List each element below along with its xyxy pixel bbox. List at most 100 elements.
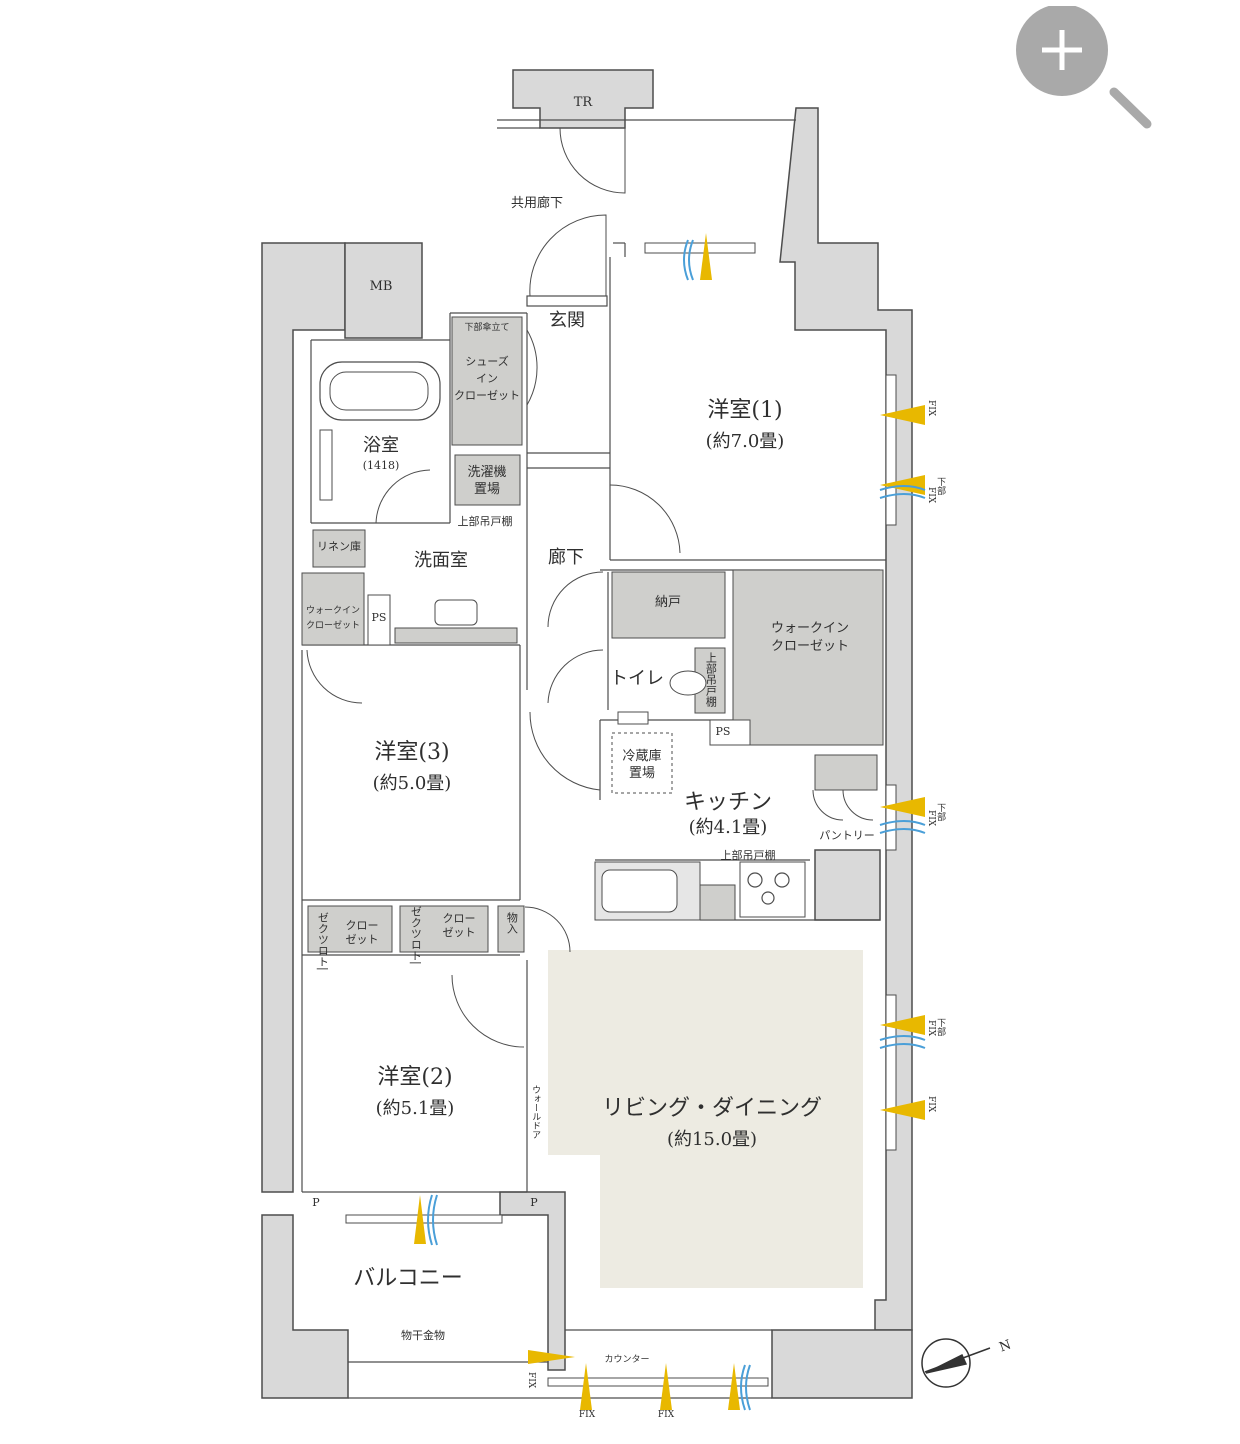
stove — [739, 861, 806, 918]
room-kitchen-name: キッチン — [683, 790, 773, 815]
room-storage: 納戸 — [654, 595, 682, 610]
compass-icon — [921, 1338, 991, 1388]
light-mark — [880, 1015, 925, 1035]
light-mark — [728, 1363, 740, 1410]
upper-shelf-label: 上部吊戸棚 — [457, 515, 513, 528]
fix-label: FIX — [578, 1410, 596, 1420]
room-western1-name: 洋室(1) — [707, 398, 783, 423]
tr-label: TR — [573, 95, 593, 110]
wind-mark — [740, 1364, 751, 1411]
shoes-closet-line2: イン — [476, 372, 498, 385]
upper-shelf-kitchen — [699, 884, 736, 921]
drying-label: 物干金物 — [401, 1329, 445, 1342]
walkin-small-line1: ウォークイン — [305, 606, 361, 616]
room-bath-size: (1418) — [362, 459, 400, 472]
p-label: P — [312, 1196, 320, 1209]
light-mark — [414, 1195, 426, 1244]
light-mark — [880, 797, 925, 817]
room-western1-size: (約7.0畳) — [705, 431, 785, 452]
walkin-closet-large — [732, 569, 884, 746]
bathtub — [319, 361, 441, 421]
closet-mid-line1: クロー — [442, 912, 476, 925]
room-washroom: 洗面室 — [414, 550, 468, 571]
balcony-wall-left — [261, 1214, 349, 1399]
mb-wall — [344, 242, 423, 339]
room-bath-name: 浴室 — [363, 435, 399, 456]
fix-label: FIX — [926, 810, 937, 827]
shoes-closet — [451, 316, 523, 446]
wind-mark — [879, 1035, 926, 1049]
fridge-area — [611, 732, 673, 794]
light-mark — [880, 1100, 925, 1120]
counter-label: カウンター — [604, 1355, 650, 1365]
umbrella-label: 下部傘立て — [464, 323, 510, 333]
washer-area — [454, 454, 521, 506]
room-entrance: 玄関 — [549, 310, 585, 331]
room-kitchen-size: (約4.1畳) — [688, 817, 768, 838]
vanity-counter — [394, 627, 518, 644]
linen-label: リネン庫 — [317, 540, 361, 553]
pantry-label: パントリー — [819, 829, 875, 842]
upper-shelf-vertical: 上部吊戸棚 — [704, 652, 718, 707]
zoom-in-icon — [1016, 6, 1152, 129]
room-balcony: バルコニー — [353, 1266, 463, 1291]
walkin-closet-small — [301, 572, 365, 646]
storage-in-label: 物入 — [505, 912, 519, 934]
storage-in — [497, 905, 525, 953]
light-mark — [700, 233, 712, 280]
room-western3-size: (約5.0畳) — [372, 773, 452, 794]
linen-closet — [312, 529, 366, 568]
washer-line1: 洗濯機 — [467, 465, 507, 480]
wind-mark — [879, 820, 926, 834]
room-living-size: (約15.0畳) — [666, 1129, 758, 1150]
upper-shelf-kitchen-label: 上部吊戸棚 — [720, 849, 776, 862]
light-mark — [660, 1363, 672, 1410]
ps-label: PS — [371, 611, 387, 624]
wind-mark — [683, 239, 694, 281]
walkin-large-line1: ウォークイン — [770, 621, 850, 636]
fix-label: FIX — [926, 400, 937, 417]
lower-label: 下部 — [935, 803, 946, 821]
pantry — [814, 754, 878, 791]
room-living-name: リビング・ダイニング — [601, 1096, 823, 1121]
wind-mark — [427, 1194, 438, 1246]
closet-mid-line2: ゼット — [442, 926, 476, 939]
fix-label: FIX — [926, 1096, 937, 1113]
fix-label: FIX — [926, 1020, 937, 1037]
zoom-in-button[interactable] — [1012, 6, 1162, 136]
fix-label: FIX — [526, 1372, 537, 1389]
fix-label: FIX — [657, 1410, 675, 1420]
room-hallway: 廊下 — [548, 547, 584, 568]
closet-mid-vertical: ゼクツロト| — [409, 906, 423, 965]
closet-left-line1: クロー — [345, 919, 379, 932]
washer-line2: 置場 — [473, 482, 501, 497]
closet-mid — [399, 905, 489, 953]
living-dining-floor — [548, 950, 863, 1288]
room-western3-name: 洋室(3) — [374, 740, 450, 765]
closet-left — [307, 905, 393, 953]
wind-mark — [879, 485, 926, 499]
fix-label: FIX — [926, 487, 937, 504]
common-corridor-label: 共用廊下 — [510, 196, 564, 211]
fridge-line1: 冷蔵庫 — [622, 749, 662, 764]
balcony-wall-right — [499, 1191, 566, 1371]
room-western2-size: (約5.1畳) — [375, 1098, 455, 1119]
lower-label: 下部 — [935, 477, 946, 495]
p-label: P — [530, 1196, 538, 1209]
fridge-line2: 置場 — [628, 766, 656, 781]
light-mark — [880, 475, 925, 495]
ps-box-1 — [367, 594, 391, 646]
shoes-closet-line3: クローゼット — [454, 389, 520, 402]
room-toilet: トイレ — [610, 668, 664, 689]
lower-label: 下部 — [935, 1018, 946, 1036]
east-wall-lower — [771, 1329, 913, 1399]
walkin-small-line2: クローゼット — [305, 621, 361, 631]
shoes-closet-line1: シューズ — [465, 355, 509, 368]
light-mark — [528, 1350, 575, 1364]
wall-door-label: ウォールドア — [530, 1085, 541, 1139]
storage-nando — [611, 571, 726, 639]
light-mark — [880, 405, 925, 425]
kitchen-pillar — [814, 849, 881, 921]
ps-label: PS — [715, 725, 731, 738]
